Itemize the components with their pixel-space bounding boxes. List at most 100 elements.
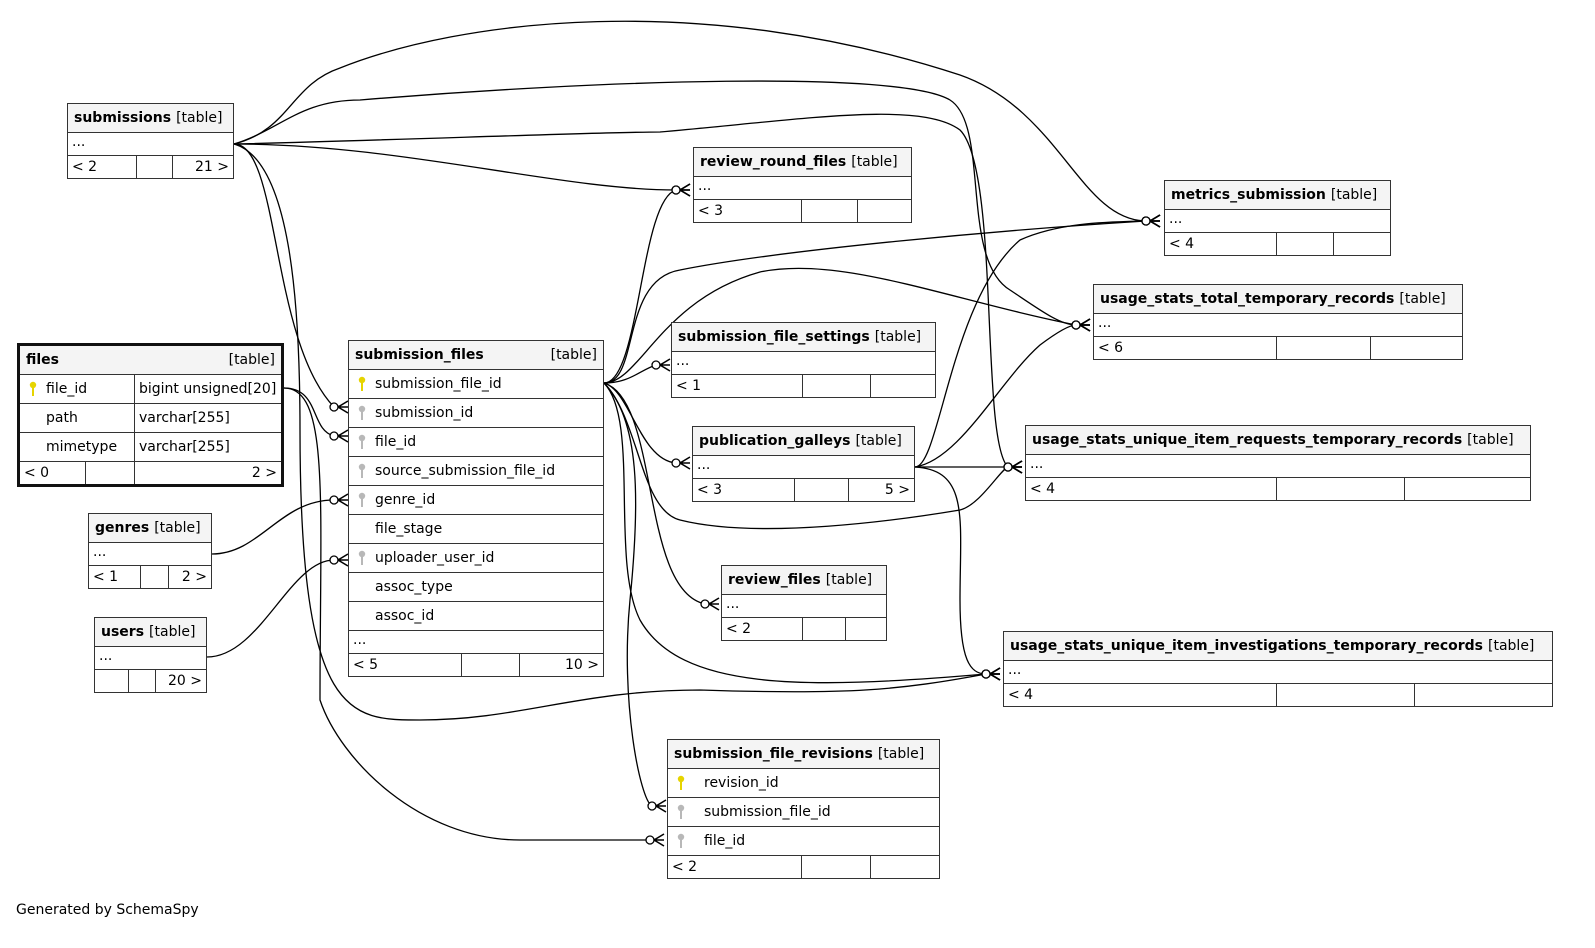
parents-count[interactable] — [95, 670, 129, 692]
parents-count[interactable]: < 5 — [349, 654, 462, 676]
zero-or-many-marker — [1141, 216, 1151, 226]
children-count[interactable]: 21 > — [195, 159, 229, 175]
column-row[interactable]: source_submission_file_id — [349, 457, 603, 486]
zero-or-many-marker — [671, 185, 681, 195]
table-submission-file-settings[interactable]: submission_file_settings [table] ... < 1 — [671, 322, 936, 398]
table-type: [table] — [176, 110, 223, 126]
table-publication-galleys[interactable]: publication_galleys [table] ... < 3 5 > — [692, 426, 915, 502]
table-name[interactable]: review_files — [728, 572, 821, 588]
children-count[interactable] — [858, 200, 911, 222]
children-count[interactable] — [1405, 478, 1530, 500]
table-header[interactable]: review_files [table] — [722, 566, 886, 595]
relationship-edge-submissions-to-metrics_submission — [233, 20, 1147, 222]
columns-ellipsis: ... — [89, 543, 211, 566]
children-count[interactable]: 10 > — [565, 657, 599, 673]
children-count[interactable] — [871, 856, 939, 878]
table-usage-stats-unique-item-investigations-temporary-records[interactable]: usage_stats_unique_item_investigations_t… — [1003, 631, 1553, 707]
children-count[interactable] — [1415, 684, 1552, 706]
table-review-files[interactable]: review_files [table] ... < 2 — [721, 565, 887, 641]
table-review-round-files[interactable]: review_round_files [table] ... < 3 — [693, 147, 912, 223]
table-name[interactable]: metrics_submission — [1171, 187, 1326, 203]
table-header[interactable]: review_round_files [table] — [694, 148, 911, 177]
table-users[interactable]: users [table] ... 20 > — [94, 617, 207, 693]
table-header[interactable]: submission_file_settings [table] — [672, 323, 935, 352]
children-count[interactable] — [1334, 233, 1390, 255]
column-row[interactable]: mimetype varchar[255] — [20, 433, 281, 462]
table-files[interactable]: files [table] file_id bigint unsigned[20… — [17, 343, 284, 487]
column-row[interactable]: file_stage — [349, 515, 603, 544]
table-footer: < 2 21 > — [68, 156, 233, 178]
parents-count[interactable]: < 4 — [1004, 684, 1277, 706]
column-row[interactable]: assoc_type — [349, 573, 603, 602]
column-row[interactable]: file_id — [668, 827, 939, 856]
table-header[interactable]: genres [table] — [89, 514, 211, 543]
table-type: [table] — [855, 433, 902, 449]
table-submission-files[interactable]: submission_files [table] submission_file… — [348, 340, 604, 677]
table-footer: < 1 2 > — [89, 566, 211, 588]
table-name[interactable]: review_round_files — [700, 154, 847, 170]
table-submission-file-revisions[interactable]: submission_file_revisions [table] revisi… — [667, 739, 940, 879]
table-name[interactable]: submission_files — [355, 347, 484, 363]
table-name[interactable]: submissions — [74, 110, 172, 126]
children-count[interactable]: 20 > — [168, 673, 202, 689]
column-row[interactable]: uploader_user_id — [349, 544, 603, 573]
parents-count[interactable]: < 6 — [1094, 337, 1277, 359]
table-name[interactable]: users — [101, 624, 145, 640]
column-name: submission_id — [375, 405, 474, 421]
table-submissions[interactable]: submissions [table] ... < 2 21 > — [67, 103, 234, 179]
table-name[interactable]: usage_stats_unique_item_requests_tempora… — [1032, 432, 1463, 448]
table-name[interactable]: usage_stats_unique_item_investigations_t… — [1010, 638, 1484, 654]
children-count[interactable] — [846, 618, 886, 640]
foreign-key-icon — [668, 798, 694, 826]
columns-ellipsis: ... — [1094, 314, 1462, 337]
table-header[interactable]: users [table] — [95, 618, 206, 647]
table-name[interactable]: publication_galleys — [699, 433, 851, 449]
table-header[interactable]: submission_files [table] — [349, 341, 603, 370]
parents-count[interactable]: < 3 — [694, 200, 802, 222]
column-row[interactable]: submission_file_id — [668, 798, 939, 827]
table-genres[interactable]: genres [table] ... < 1 2 > — [88, 513, 212, 589]
parents-count[interactable]: < 1 — [672, 375, 803, 397]
table-metrics-submission[interactable]: metrics_submission [table] ... < 4 — [1164, 180, 1391, 256]
table-usage-stats-unique-item-requests-temporary-records[interactable]: usage_stats_unique_item_requests_tempora… — [1025, 425, 1531, 501]
column-row[interactable]: path varchar[255] — [20, 404, 281, 433]
parents-count[interactable]: < 3 — [693, 479, 795, 501]
table-header[interactable]: usage_stats_total_temporary_records [tab… — [1094, 285, 1462, 314]
column-row[interactable]: file_id bigint unsigned[20] — [20, 375, 281, 404]
table-header[interactable]: files [table] — [20, 346, 281, 375]
column-row[interactable]: submission_file_id — [349, 370, 603, 399]
column-row[interactable]: assoc_id — [349, 602, 603, 631]
table-header[interactable]: publication_galleys [table] — [693, 427, 914, 456]
children-count[interactable] — [1371, 337, 1462, 359]
table-header[interactable]: metrics_submission [table] — [1165, 181, 1390, 210]
table-header[interactable]: usage_stats_unique_item_requests_tempora… — [1026, 426, 1530, 455]
table-name[interactable]: submission_file_settings — [678, 329, 870, 345]
parents-count[interactable]: < 2 — [68, 156, 137, 178]
column-name: mimetype — [46, 439, 118, 455]
children-count[interactable]: 2 > — [181, 569, 207, 585]
column-row[interactable]: submission_id — [349, 399, 603, 428]
table-header[interactable]: submissions [table] — [68, 104, 233, 133]
children-count[interactable]: 5 > — [884, 482, 910, 498]
column-row[interactable]: file_id — [349, 428, 603, 457]
parents-count[interactable]: < 4 — [1165, 233, 1277, 255]
table-type: [table] — [877, 746, 925, 762]
table-name[interactable]: files — [26, 352, 60, 368]
parents-count[interactable]: < 1 — [89, 566, 141, 588]
column-row[interactable]: revision_id — [668, 769, 939, 798]
parents-count[interactable]: < 0 — [20, 462, 86, 484]
parents-count[interactable]: < 2 — [722, 618, 803, 640]
table-header[interactable]: usage_stats_unique_item_investigations_t… — [1004, 632, 1552, 661]
table-name[interactable]: genres — [95, 520, 150, 536]
table-header[interactable]: submission_file_revisions [table] — [668, 740, 939, 769]
column-row[interactable]: genre_id — [349, 486, 603, 515]
crow-foot-icon — [337, 400, 349, 414]
table-usage-stats-total-temporary-records[interactable]: usage_stats_total_temporary_records [tab… — [1093, 284, 1463, 360]
children-count[interactable]: 2 > — [251, 465, 277, 481]
table-name[interactable]: submission_file_revisions — [674, 746, 873, 762]
foreign-key-icon — [349, 486, 375, 514]
children-count[interactable] — [871, 375, 935, 397]
table-name[interactable]: usage_stats_total_temporary_records — [1100, 291, 1395, 307]
parents-count[interactable]: < 4 — [1026, 478, 1277, 500]
parents-count[interactable]: < 2 — [668, 856, 802, 878]
